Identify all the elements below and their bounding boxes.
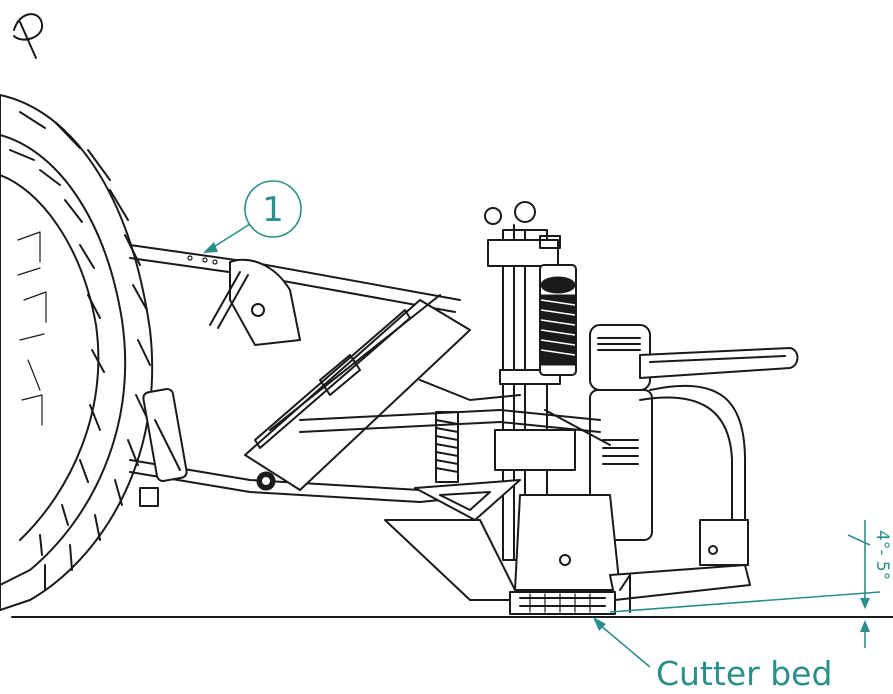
callout-1-circle bbox=[244, 180, 302, 238]
cutter-bed-callout: Cutter bed bbox=[593, 617, 832, 693]
angle-label: 4°- 5° bbox=[872, 530, 892, 580]
top-left-mark bbox=[13, 13, 44, 59]
undercarriage bbox=[384, 479, 751, 615]
brace-lines bbox=[299, 379, 611, 446]
callout-1-number: 1 bbox=[262, 190, 284, 230]
linkage-arms bbox=[129, 244, 461, 346]
tilt-frame bbox=[244, 294, 471, 491]
upper-spring bbox=[539, 264, 577, 376]
callout-1: 1 bbox=[203, 180, 302, 253]
cutter-bed-label: Cutter bed bbox=[656, 654, 832, 693]
angle-indicator: 4°- 5° bbox=[609, 520, 892, 648]
lower-spring bbox=[435, 411, 459, 483]
side-guard bbox=[639, 384, 749, 566]
drive-shaft bbox=[639, 347, 799, 379]
tractor-tire bbox=[0, 94, 154, 611]
